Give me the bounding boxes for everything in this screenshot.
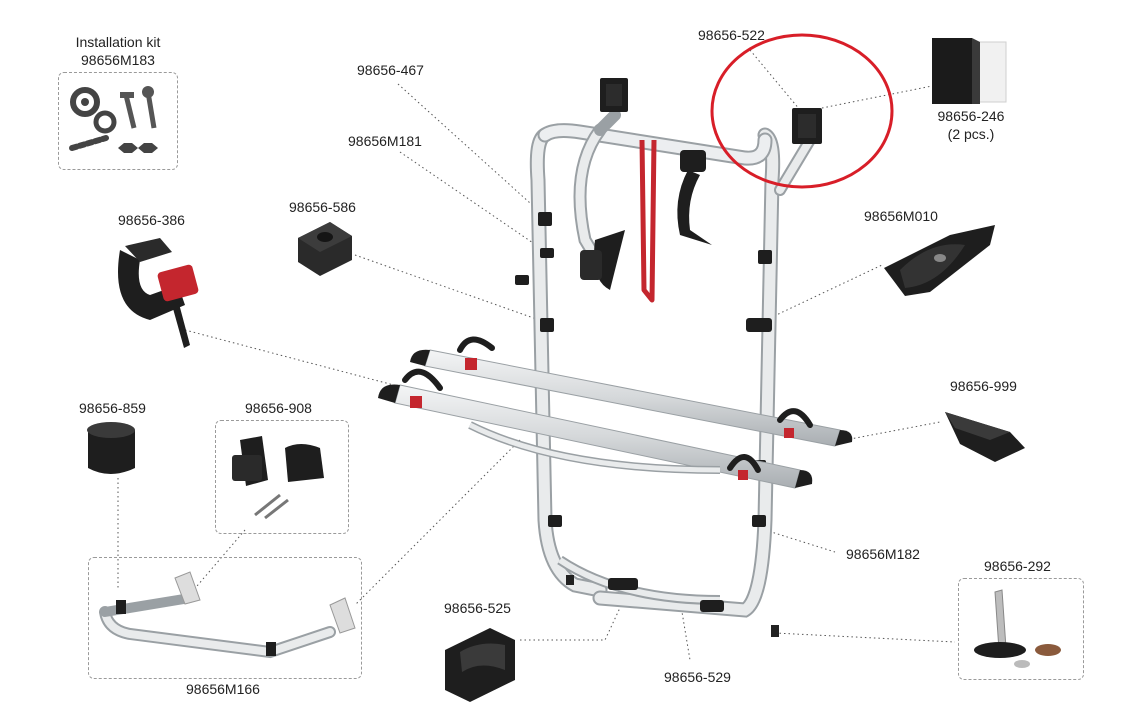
frame-holder-left [580,230,625,290]
label-98656-467: 98656-467 [357,62,424,78]
label-98656-292: 98656-292 [984,558,1051,574]
leader-246 [821,85,933,109]
label-installation-kit-title: Installation kit [75,34,161,50]
label-98656M182: 98656M182 [846,546,920,562]
leader-525 [520,596,626,641]
bike-carrier-frame [515,109,816,637]
label-98656-999: 98656-999 [950,378,1017,394]
label-98656-246: 98656-246 [937,108,1005,124]
rubber-block-586-icon [298,222,352,276]
leader-m010 [769,264,883,319]
highlight-circle [710,33,894,189]
end-cap-859-icon [87,422,135,474]
red-lanyard [639,139,657,303]
fittings-908-icon [232,436,324,520]
installation-kit-icon [69,86,158,153]
holder-m010-icon [884,225,995,296]
wheel-holder-999-icon [945,412,1025,462]
leader-999 [844,421,941,441]
leader-292 [774,632,956,643]
leader-522 [749,49,801,111]
upper-bracket-right [792,108,822,144]
label-98656-859: 98656-859 [79,400,146,416]
label-98656-908: 98656-908 [245,400,312,416]
upper-bracket-left [600,78,628,112]
leader-lines [117,49,956,661]
lower-bar-m166-icon [99,571,356,659]
frame-holder-right [677,150,712,245]
leader-467 [397,83,541,213]
bracket-525-icon [445,628,515,702]
label-98656-246-qty: (2 pcs.) [947,126,995,142]
label-98656M166: 98656M166 [186,681,260,697]
foot-292-icon [974,589,1061,668]
label-98656M010: 98656M010 [864,208,938,224]
fittings-908-box [215,420,349,534]
foot-292-box [958,578,1084,680]
label-installation-kit-code: 98656M183 [81,52,155,68]
label-98656-586: 98656-586 [289,199,356,215]
label-98656-529: 98656-529 [664,669,731,685]
leader-m182 [764,529,836,553]
leader-386 [184,329,406,389]
leader-m166 [354,439,521,606]
lower-bar-m166-box [88,557,362,679]
adhesive-pads-icon [932,38,1007,104]
label-98656-522: 98656-522 [698,27,765,43]
label-98656-525: 98656-525 [444,600,511,616]
leader-586 [354,254,546,323]
installation-kit-box [58,72,178,170]
strap-386-icon [118,238,199,348]
wheel-rail-upper [410,336,853,447]
label-98656-386: 98656-386 [118,212,185,228]
wheel-rail-lower [378,368,813,489]
label-98656M181: 98656M181 [348,133,422,149]
